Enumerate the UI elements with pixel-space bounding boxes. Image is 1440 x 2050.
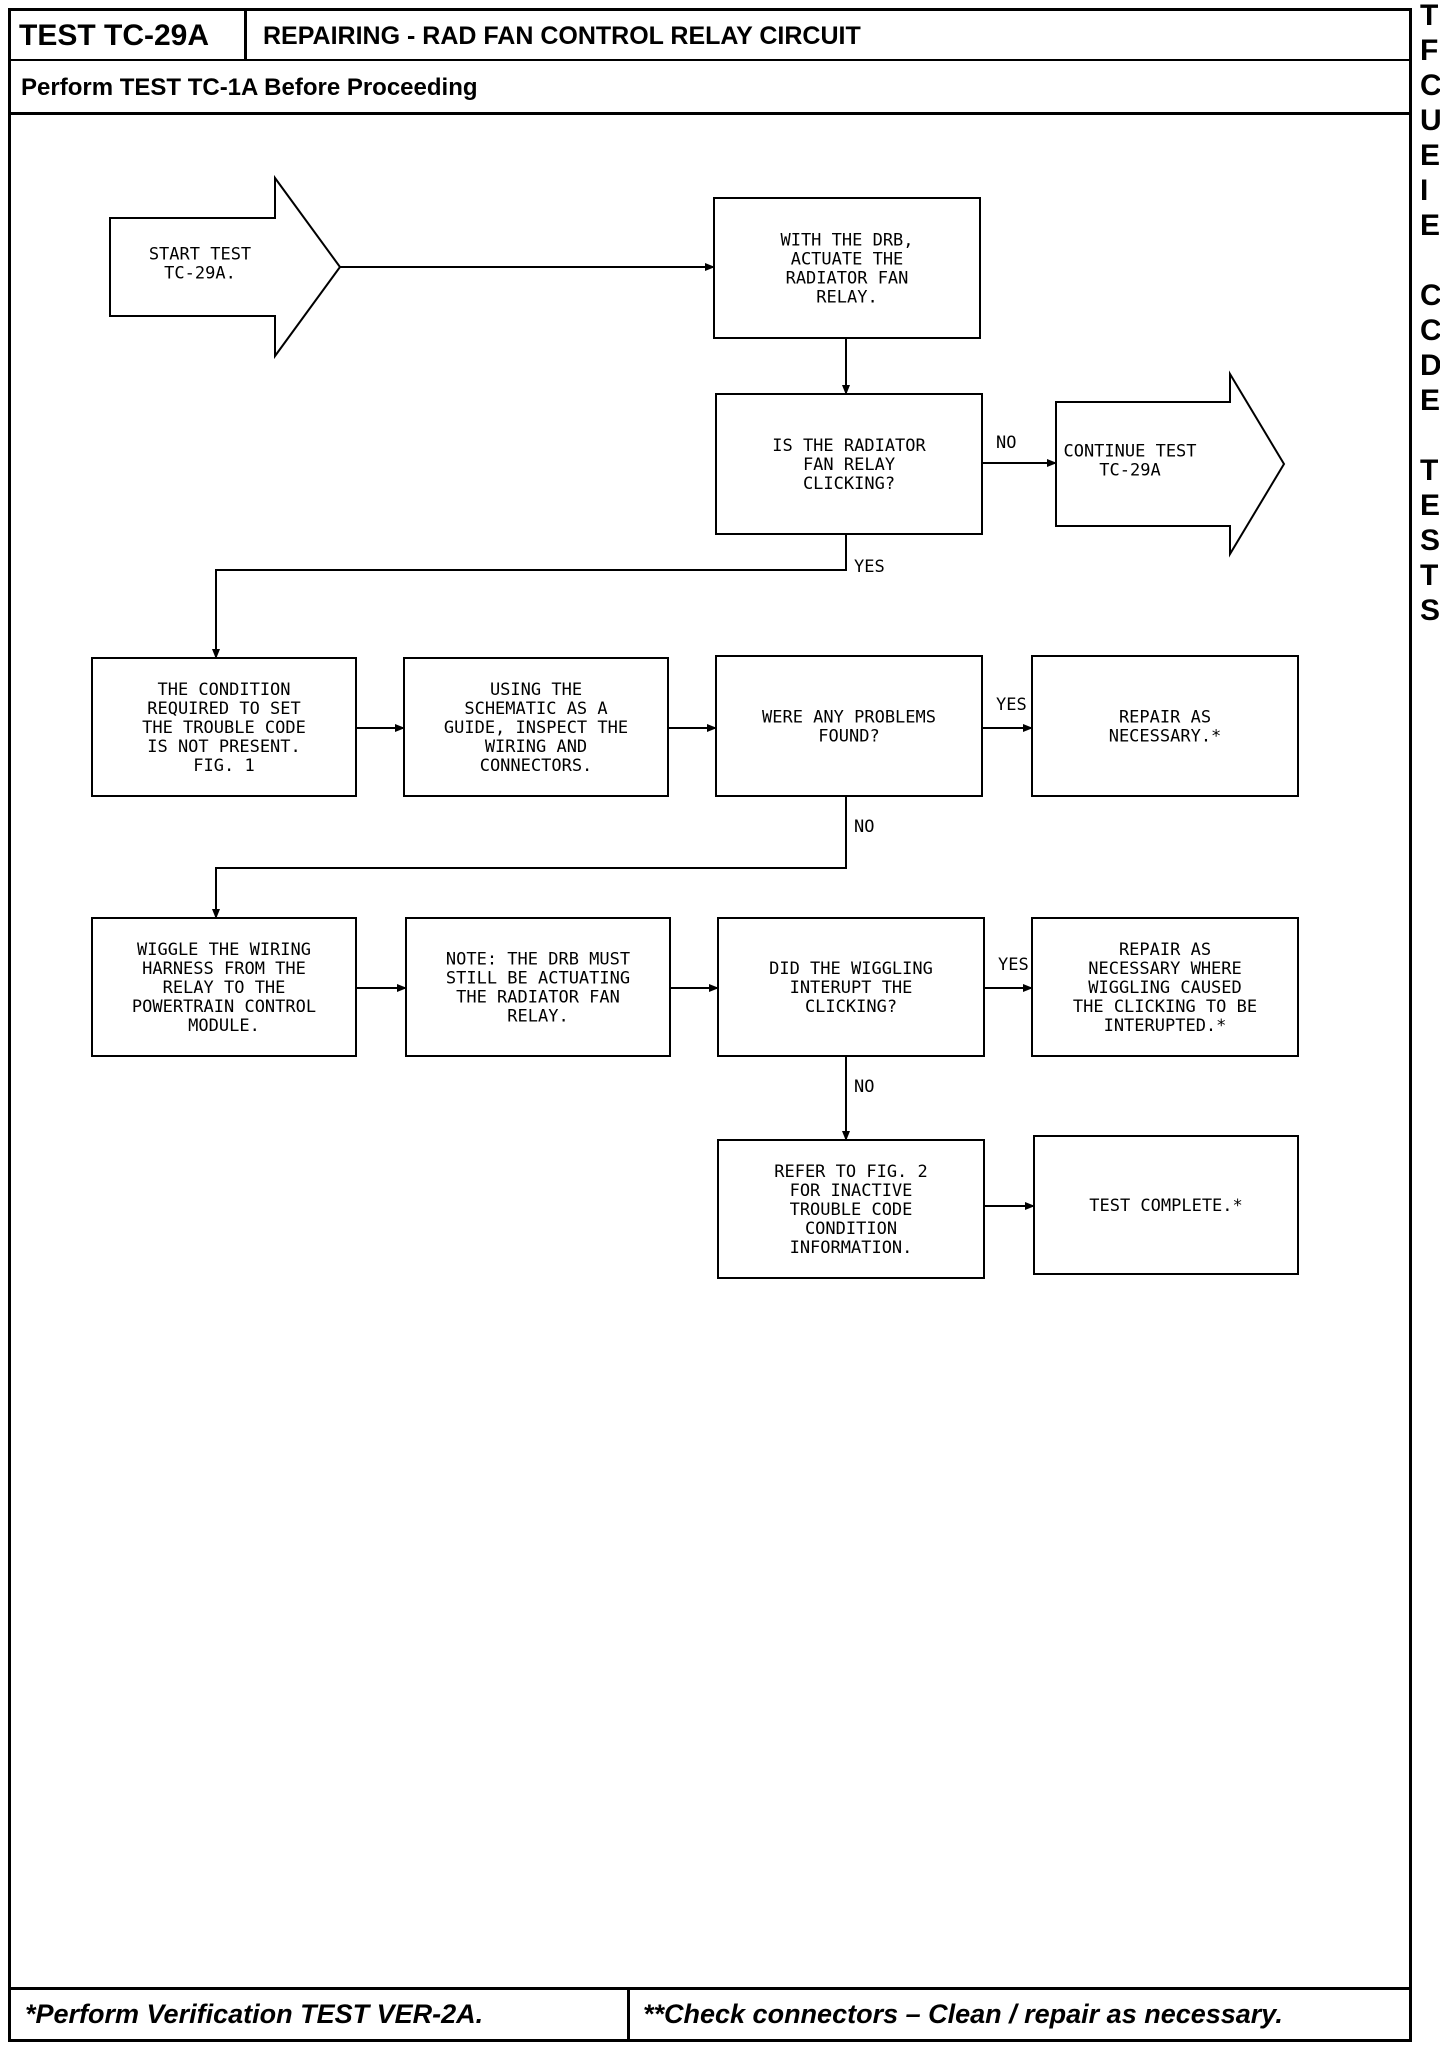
side-letter: T [1420, 454, 1439, 487]
side-letter: F [1420, 34, 1439, 67]
side-letter: E [1420, 489, 1440, 522]
arrow-shape [1055, 370, 1286, 558]
side-letter: E [1420, 209, 1440, 242]
node-box [1031, 655, 1299, 797]
side-letter: D [1420, 349, 1440, 382]
side-letter: E [1420, 384, 1440, 417]
page-title: REPAIRING - RAD FAN CONTROL RELAY CIRCUI… [263, 22, 861, 50]
branch-label: YES [854, 557, 885, 577]
test-id: TEST TC-29A [11, 11, 247, 61]
side-letter: C [1420, 314, 1440, 347]
subheader-bar: Perform TEST TC-1A Before Proceeding [11, 61, 1409, 115]
side-letter: S [1420, 524, 1440, 557]
connector-line [212, 534, 847, 659]
footer-divider [627, 1990, 630, 2039]
footer-bar: *Perform Verification TEST VER-2A. **Che… [11, 1987, 1409, 2039]
branch-label: YES [998, 955, 1029, 975]
side-letter: U [1420, 104, 1440, 137]
footer-note-right: **Check connectors – Clean / repair as n… [643, 1999, 1283, 2029]
node-box [715, 393, 983, 535]
side-letter: E [1420, 139, 1440, 172]
header-bar: TEST TC-29A REPAIRING - RAD FAN CONTROL … [11, 11, 1409, 61]
side-letter: S [1420, 594, 1440, 627]
node-box [713, 197, 981, 339]
side-letter: T [1420, 0, 1439, 32]
connector-line [212, 796, 847, 919]
node-box [715, 655, 983, 797]
node-box [717, 1139, 985, 1279]
side-letter: C [1420, 279, 1440, 312]
node-box [405, 917, 671, 1057]
footer-note-left: *Perform Verification TEST VER-2A. [25, 1999, 484, 2029]
node-box [91, 917, 357, 1057]
node-box [1031, 917, 1299, 1057]
branch-label: NO [854, 817, 874, 837]
node-box [717, 917, 985, 1057]
branch-label: YES [996, 695, 1027, 715]
node-box [91, 657, 357, 797]
test-complete-box: TEST COMPLETE.* [1033, 1135, 1299, 1275]
side-letter: T [1420, 559, 1439, 592]
page-frame: TEST TC-29A REPAIRING - RAD FAN CONTROL … [8, 8, 1412, 2042]
node-box [403, 657, 669, 797]
side-letter: I [1420, 174, 1429, 207]
node-text: TEST COMPLETE.* [1089, 1196, 1243, 1216]
branch-label: NO [996, 433, 1016, 453]
side-letter: C [1420, 69, 1440, 102]
page-subtitle: Perform TEST TC-1A Before Proceeding [21, 74, 478, 101]
arrow-shape [109, 174, 342, 360]
node-box [1033, 1135, 1299, 1275]
branch-label: NO [854, 1077, 874, 1097]
